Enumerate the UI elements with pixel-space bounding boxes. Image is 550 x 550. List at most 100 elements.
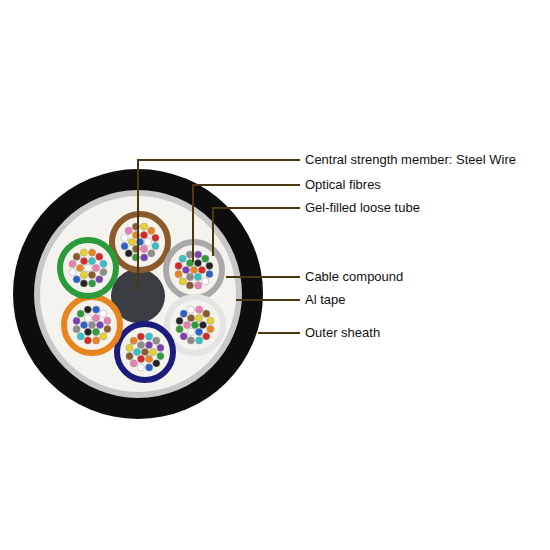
loose-tubes — [60, 214, 223, 380]
optical-fibre — [73, 317, 80, 324]
optical-fibre — [148, 227, 155, 234]
optical-fibre — [144, 238, 151, 245]
optical-fibre — [187, 314, 194, 321]
optical-fibre — [153, 360, 160, 367]
optical-fibre — [141, 254, 148, 261]
optical-fibre — [137, 333, 144, 340]
optical-fibre — [89, 249, 96, 256]
optical-fibre — [180, 333, 187, 340]
part-label: Central strength member: Steel Wire — [305, 152, 516, 168]
optical-fibre — [92, 314, 99, 321]
optical-fibre — [198, 266, 205, 273]
optical-fibre — [104, 317, 111, 324]
optical-fibre — [182, 266, 189, 273]
loose-tube — [60, 240, 116, 296]
optical-fibre — [190, 266, 197, 273]
optical-fibre — [195, 328, 202, 335]
optical-fibre — [206, 262, 213, 269]
optical-fibre — [88, 257, 95, 264]
loose-tube — [117, 324, 173, 380]
optical-fibre — [93, 306, 100, 313]
optical-fibre — [133, 348, 140, 355]
part-label: Cable compound — [305, 269, 403, 285]
optical-fibre — [195, 251, 202, 258]
optical-fibre — [126, 353, 133, 360]
optical-fibre — [207, 326, 214, 333]
part-label: Outer sheath — [305, 325, 380, 341]
optical-fibre — [187, 328, 194, 335]
optical-fibre — [76, 264, 83, 271]
optical-fibre — [137, 341, 144, 348]
part-label: Gel-filled loose tube — [305, 200, 420, 216]
optical-fibre — [146, 333, 153, 340]
optical-fibre — [125, 250, 132, 257]
optical-fibre — [145, 355, 152, 362]
optical-fibre — [84, 306, 91, 313]
optical-fibre — [88, 271, 95, 278]
optical-fibre — [175, 262, 182, 269]
optical-fibre — [141, 348, 148, 355]
optical-fibre — [153, 337, 160, 344]
optical-fibre — [100, 310, 107, 317]
optical-fibre — [146, 364, 153, 371]
optical-fibre — [149, 348, 156, 355]
optical-fibre — [186, 273, 193, 280]
loose-tube — [167, 297, 223, 353]
optical-fibre — [121, 243, 128, 250]
optical-fibre — [152, 234, 159, 241]
part-label: Optical fibres — [305, 177, 381, 193]
optical-fibre — [176, 326, 183, 333]
optical-fibre — [187, 337, 194, 344]
optical-fibre — [207, 317, 214, 324]
optical-fibre — [130, 337, 137, 344]
leader-lines — [138, 160, 300, 333]
optical-fibre — [187, 306, 194, 313]
optical-fibre — [196, 337, 203, 344]
optical-fibre — [93, 337, 100, 344]
optical-fibre — [175, 271, 182, 278]
optical-fibre — [148, 250, 155, 257]
optical-fibre — [202, 255, 209, 262]
optical-fibre — [80, 321, 87, 328]
optical-fibre — [69, 269, 76, 276]
optical-fibre — [137, 364, 144, 371]
optical-fibre — [84, 328, 91, 335]
optical-fibre — [88, 321, 95, 328]
optical-fibre — [125, 227, 132, 234]
optical-fibre — [89, 280, 96, 287]
optical-fibre — [92, 328, 99, 335]
optical-fibre — [69, 260, 76, 267]
optical-fibre — [195, 314, 202, 321]
optical-fibre — [180, 310, 187, 317]
optical-fibre — [73, 326, 80, 333]
optical-fibre — [152, 243, 159, 250]
optical-fibre — [80, 257, 87, 264]
optical-fibre — [80, 249, 87, 256]
optical-fibre — [92, 264, 99, 271]
optical-fibre — [179, 278, 186, 285]
optical-fibre — [203, 310, 210, 317]
optical-fibre — [96, 276, 103, 283]
optical-fibre — [77, 333, 84, 340]
optical-fibre — [195, 282, 202, 289]
optical-fibre — [191, 321, 198, 328]
optical-fibre — [194, 273, 201, 280]
optical-fibre — [179, 255, 186, 262]
optical-fibre — [100, 269, 107, 276]
optical-fibre — [199, 321, 206, 328]
optical-fibre — [203, 333, 210, 340]
optical-fibre — [96, 253, 103, 260]
optical-fibre — [96, 321, 103, 328]
optical-fibre — [206, 271, 213, 278]
optical-fibre — [186, 282, 193, 289]
optical-fibre — [77, 310, 84, 317]
optical-fibre — [140, 245, 147, 252]
optical-fibre — [80, 280, 87, 287]
loose-tube — [112, 214, 168, 270]
optical-fibre — [130, 360, 137, 367]
optical-fibre — [84, 314, 91, 321]
optical-fibre — [73, 253, 80, 260]
optical-fibre — [140, 231, 147, 238]
optical-fibre — [157, 344, 164, 351]
optical-fibre — [141, 223, 148, 230]
